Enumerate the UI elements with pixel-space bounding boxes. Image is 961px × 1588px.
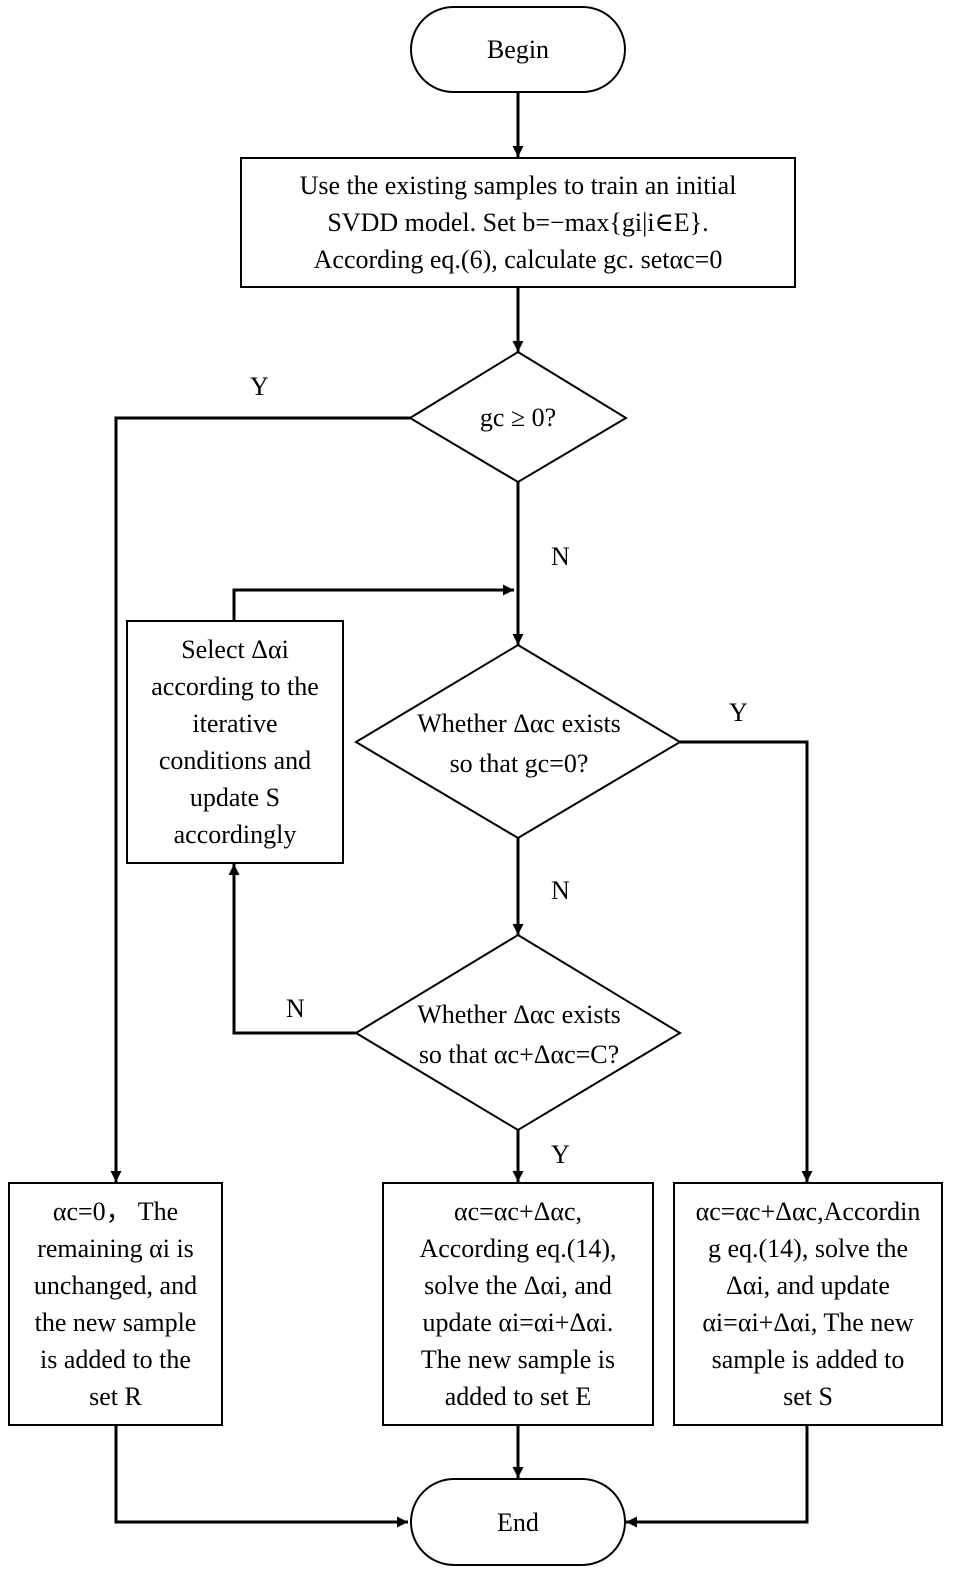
decision-gc-label: gc ≥ 0? <box>479 403 557 432</box>
select-line-1: Select Δαi <box>181 635 289 664</box>
result-s-line-3: Δαi, and update <box>726 1271 890 1300</box>
edge-c-no <box>228 864 358 1035</box>
decision-zero-line-1: Whether Δαc exists <box>417 709 621 738</box>
select-line-6: accordingly <box>173 820 297 849</box>
result-s-line-4: αi=αi+Δαi, The new <box>702 1308 914 1337</box>
decision-gc-text: gc ≥ 0? <box>430 398 606 438</box>
select-update-box: Select Δαi according to the iterative co… <box>126 620 344 864</box>
result-e-line-1: αc=αc+Δαc, <box>453 1197 583 1226</box>
label-zero-yes: Y <box>729 698 748 727</box>
result-r-line-1: αc=0， The <box>52 1197 179 1226</box>
decision-gc-shape <box>408 350 628 484</box>
edge-s-end <box>626 1426 809 1528</box>
result-e-line-5: The new sample is <box>420 1345 616 1374</box>
init-line-3: According eq.(6), calculate gc. setαc=0 <box>313 245 723 274</box>
end-text: End <box>497 1507 539 1537</box>
result-r-line-2: remaining αi is <box>37 1234 194 1263</box>
label-zero-no: N <box>551 876 570 905</box>
label-c-yes: Y <box>551 1140 570 1169</box>
result-r-line-5: is added to the <box>40 1345 191 1374</box>
select-line-4: conditions and <box>158 746 312 775</box>
init-line-1: Use the existing samples to train an ini… <box>299 171 737 200</box>
result-e-line-6: added to set E <box>444 1382 592 1411</box>
label-gc-yes: Y <box>250 372 269 401</box>
result-r-line-4: the new sample <box>34 1308 197 1337</box>
decision-exists-zero-text: Whether Δαc exists so that gc=0? <box>376 704 662 784</box>
result-r-line-3: unchanged, and <box>33 1271 198 1300</box>
decision-exists-c-text: Whether Δαc exists so that αc+Δαc=C? <box>366 995 672 1075</box>
result-e-line-2: According eq.(14), <box>419 1234 617 1263</box>
edge-zero-yes <box>680 740 813 1182</box>
result-e-line-3: solve the Δαi, and <box>424 1271 612 1300</box>
select-line-3: iterative <box>192 709 278 738</box>
label-c-no: N <box>286 994 305 1023</box>
result-s-line-6: set S <box>783 1382 833 1411</box>
result-e-line-4: update αi=αi+Δαi. <box>422 1308 614 1337</box>
result-set-s-box: αc=αc+Δαc,Accordin g eq.(14), solve the … <box>673 1182 943 1426</box>
decision-exists-zero-shape <box>354 643 682 840</box>
begin-text: Begin <box>486 35 550 64</box>
init-line-2: SVDD model. Set b=−max{gi|i∈E}. <box>327 208 709 237</box>
result-s-line-1: αc=αc+Δαc,Accordin <box>695 1197 921 1226</box>
result-s-line-2: g eq.(14), solve the <box>707 1234 908 1263</box>
decision-zero-line-2: so that gc=0? <box>449 749 589 778</box>
end-terminal: End <box>410 1478 626 1566</box>
decision-c-line-2: so that αc+Δαc=C? <box>418 1040 620 1069</box>
edge-r-end <box>114 1426 408 1528</box>
init-process-box: Use the existing samples to train an ini… <box>240 157 796 288</box>
result-set-e-box: αc=αc+Δαc, According eq.(14), solve the … <box>382 1182 654 1426</box>
decision-exists-c-shape <box>354 933 682 1132</box>
result-set-r-box: αc=0， The remaining αi is unchanged, and… <box>8 1182 223 1426</box>
label-gc-no: N <box>551 542 570 571</box>
edge-gc-yes <box>110 416 410 1182</box>
result-s-line-5: sample is added to <box>711 1345 905 1374</box>
edge-select-loop <box>232 584 514 620</box>
begin-terminal: Begin <box>410 6 626 93</box>
result-r-line-6: set R <box>89 1382 142 1411</box>
decision-c-line-1: Whether Δαc exists <box>417 1000 621 1029</box>
select-line-5: update S <box>189 783 281 812</box>
select-line-2: according to the <box>151 672 319 701</box>
